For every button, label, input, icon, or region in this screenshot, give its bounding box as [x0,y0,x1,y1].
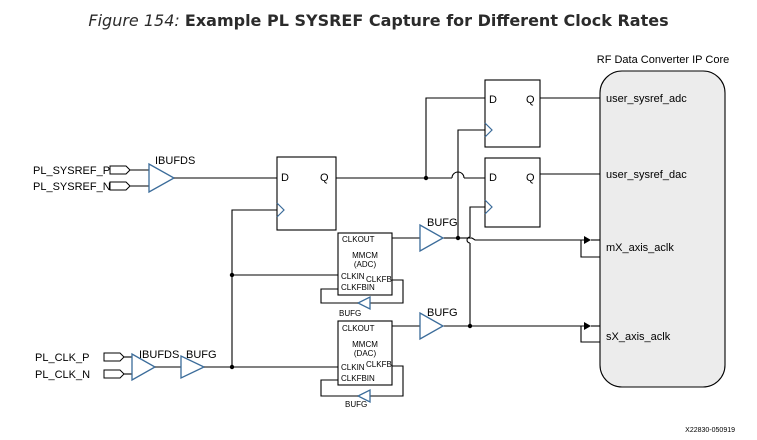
port-user-sysref-dac: user_sysref_dac [606,169,687,181]
mmcm-dac-block [337,320,393,386]
bufg-dac-label: BUFG [427,307,458,319]
bufg-adc-feedback-label: BUFG [339,309,361,318]
ip-core-title: RF Data Converter IP Core [597,54,729,66]
mmcm-adc-sub: (ADC) [354,260,377,269]
dac-sysref-flipflop [484,157,541,228]
port-sysref-p [109,165,131,175]
input-label-clk-n: PL_CLK_N [35,369,90,381]
ibufds-sysref-label: IBUFDS [155,155,195,167]
ff-main-clock-icon [276,202,285,218]
ibufds-clk-buffer [131,352,157,382]
port-mx-axis-aclk: mX_axis_aclk [606,242,674,254]
mmcm-dac-clkfbin: CLKFBIN [341,374,375,383]
input-label-sysref-n: PL_SYSREF_N [33,181,111,193]
port-clk-p [103,352,125,362]
mmcm-dac-clkin: CLKIN [341,363,365,372]
mmcm-adc-block [337,232,393,296]
mmcm-dac-sub: (DAC) [354,349,377,358]
ff-dac-q-pin: Q [526,172,535,184]
ff-adc-d-pin: D [489,94,497,106]
mmcm-adc-clkfbin: CLKFBIN [341,283,375,292]
figure-title: Example PL SYSREF Capture for Different … [184,11,669,30]
input-label-sysref-p: PL_SYSREF_P [33,165,110,177]
port-clk-n [103,369,125,379]
ibufds-clk-label: IBUFDS [139,349,179,361]
ff-main-q-pin: Q [320,172,329,184]
sysref-capture-flipflop [276,156,337,231]
mmcm-adc-clkout: CLKOUT [342,235,375,244]
bufg-adc-feedback-buffer [356,295,371,311]
figure-id: X22830-050919 [685,427,735,434]
bufg-dac-buffer [419,311,445,341]
mmcm-dac-clkfb: CLKFB [366,360,392,369]
port-sx-axis-aclk: sX_axis_aclk [606,331,671,343]
bufg-dac-feedback-buffer [356,388,371,404]
ff-dac-d-pin: D [489,172,497,184]
bufg-clk-label: BUFG [186,349,217,361]
bufg-adc-label: BUFG [427,217,458,229]
ff-adc-clock-icon [484,122,493,138]
ibufds-sysref-buffer [148,162,176,194]
ip-core-block [599,70,726,388]
mmcm-dac-name: MMCM [352,340,378,349]
figure-number: Figure 154: [88,11,180,30]
mmcm-adc-name: MMCM [352,251,378,260]
bufg-dac-feedback-label: BUFG [345,400,367,409]
bufg-clk-buffer [180,354,206,380]
adc-sysref-flipflop [484,79,541,148]
figure-caption: Figure 154: Example PL SYSREF Capture fo… [0,11,757,30]
mmcm-adc-clkfb: CLKFB [366,275,392,284]
input-label-clk-p: PL_CLK_P [35,352,89,364]
port-user-sysref-adc: user_sysref_adc [606,93,687,105]
mmcm-dac-clkout: CLKOUT [342,324,375,333]
bufg-adc-buffer [419,223,445,253]
mmcm-adc-clkin: CLKIN [341,272,365,281]
ff-main-d-pin: D [281,172,289,184]
ff-adc-q-pin: Q [526,94,535,106]
port-sysref-n [109,181,131,191]
ff-dac-clock-icon [484,199,493,215]
